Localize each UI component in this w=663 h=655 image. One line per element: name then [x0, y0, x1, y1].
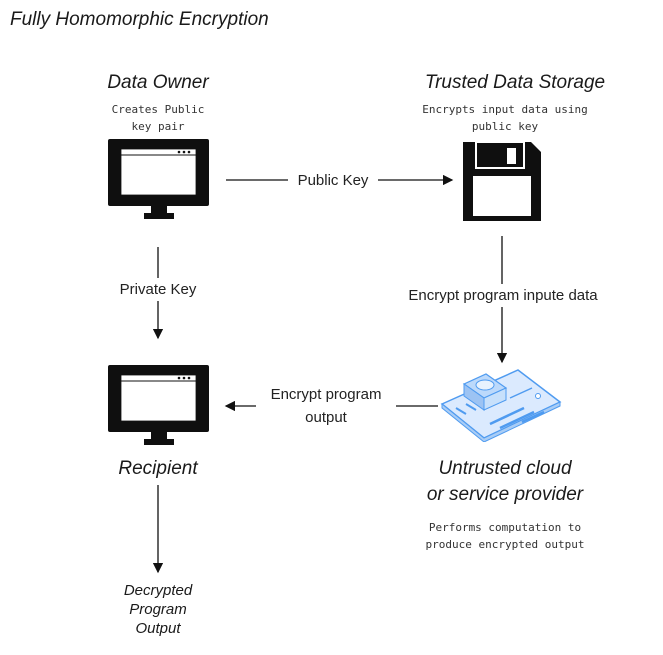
diagram-title: Fully Homomorphic Encryption — [10, 9, 269, 30]
encrypt-input-label: Encrypt program inpute data — [388, 284, 618, 307]
data-owner-title: Data Owner — [107, 72, 209, 93]
floppy-disk-icon — [463, 142, 541, 221]
storage-desc: Encrypts input data using public key — [422, 103, 588, 133]
decrypted-output: Decrypted Program Output — [123, 582, 193, 637]
cloud-desc: Performs computation to produce encrypte… — [425, 521, 585, 551]
monitor-icon — [108, 139, 209, 219]
storage-title: Trusted Data Storage — [424, 72, 606, 93]
motherboard-icon — [440, 369, 562, 442]
monitor-icon — [108, 365, 209, 445]
public-key-label: Public Key — [288, 169, 378, 192]
private-key-label: Private Key — [103, 278, 213, 301]
encrypt-output-label: Encrypt program output — [256, 383, 396, 429]
cloud-title: Untrusted cloud or service provider — [426, 458, 584, 505]
data-owner-desc: Creates Public key pair — [111, 103, 205, 133]
recipient-title: Recipient — [118, 458, 198, 479]
